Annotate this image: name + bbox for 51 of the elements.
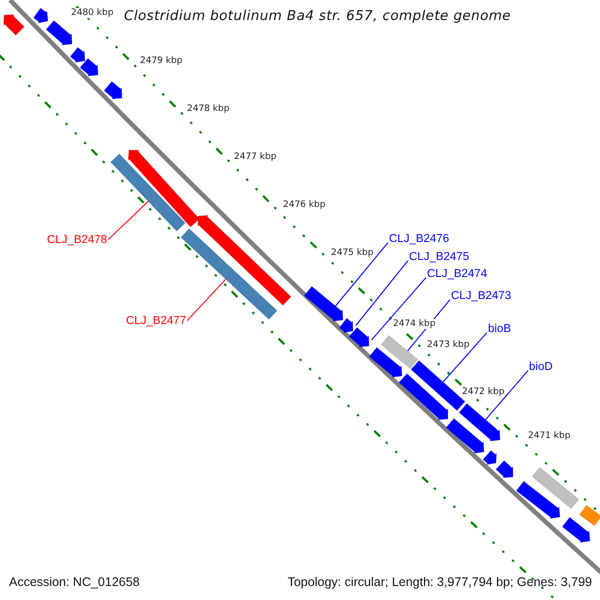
gene-feature — [338, 318, 354, 334]
gene-feature — [458, 403, 500, 442]
gene-feature — [398, 373, 448, 420]
scale-label: 2479 kbp — [139, 56, 184, 66]
footer-note: Accession: NC_012658 — [9, 575, 140, 589]
gene-label: CLJ_B2473 — [451, 290, 512, 303]
gene-feature — [3, 14, 25, 36]
leader-line — [370, 277, 426, 341]
gene-feature — [380, 334, 418, 370]
gene-feature — [80, 58, 98, 76]
gene-feature — [104, 80, 122, 100]
scale-label: 2472 kbp — [461, 387, 506, 398]
scale-label: 2473 kbp — [426, 340, 470, 350]
scale-label: 2480 kbp — [70, 8, 114, 18]
gene-feature — [495, 460, 514, 478]
gene-feature — [482, 450, 497, 466]
leader-line — [108, 200, 149, 240]
gene-label: CLJ_B2474 — [427, 268, 488, 281]
gene-feature — [532, 466, 580, 510]
scale-label: 2476 kbp — [282, 200, 326, 210]
gene-feature — [110, 153, 186, 232]
scale-label: 2474 kbp — [392, 319, 436, 330]
gene-feature — [446, 418, 484, 454]
footer-note: Topology: circular; Length: 3,977,794 bp; Genes: 3,799 — [288, 575, 592, 589]
diagram-title: Clostridium botulinum Ba4 str. 657, complete genome — [124, 8, 511, 24]
gene-label: CLJ_B2476 — [389, 233, 450, 246]
gene-feature — [562, 516, 590, 543]
leader-line — [186, 278, 226, 322]
gene-feature — [579, 504, 600, 526]
leader-line — [442, 332, 488, 382]
gene-feature — [128, 150, 200, 228]
leader-line — [485, 370, 528, 420]
gene-feature — [33, 8, 48, 24]
gene-label: bioD — [529, 361, 553, 374]
gene-feature — [516, 480, 560, 520]
leader-line — [335, 242, 388, 306]
gene-feature — [304, 286, 344, 322]
gene-label: bioB — [488, 323, 512, 336]
scale-label: 2475 kbp — [330, 248, 374, 258]
gene-label: CLJ_B2475 — [409, 251, 470, 264]
gene-feature — [368, 346, 402, 378]
leader-line — [355, 260, 408, 326]
gene-feature — [46, 20, 72, 46]
scale-label: 2471 kbp — [527, 431, 572, 442]
gene-feature — [198, 215, 292, 306]
scale-label: 2478 kbp — [186, 104, 230, 114]
gene-label: CLJ_B2478 — [47, 234, 108, 247]
gene-feature — [70, 46, 86, 63]
gene-feature — [348, 327, 370, 348]
gene-label: CLJ_B2477 — [126, 315, 186, 328]
scale-label: 2477 kbp — [233, 152, 278, 162]
